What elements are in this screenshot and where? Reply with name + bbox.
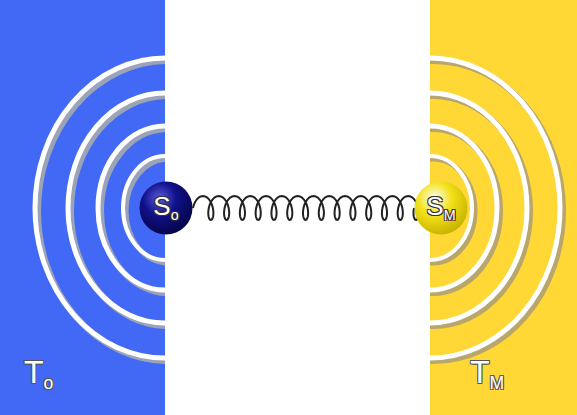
sphere-node: SM <box>414 181 468 235</box>
sphere-label: SM <box>426 193 455 222</box>
temperature-label: To <box>24 356 53 393</box>
heat-bath: TM <box>430 0 577 415</box>
sphere-label: So <box>153 193 178 222</box>
sphere-node: So <box>139 181 193 235</box>
ripples-right <box>430 58 563 361</box>
ripples-left <box>35 58 165 361</box>
spring-connector <box>193 196 419 220</box>
temperature-label: TM <box>470 356 504 393</box>
